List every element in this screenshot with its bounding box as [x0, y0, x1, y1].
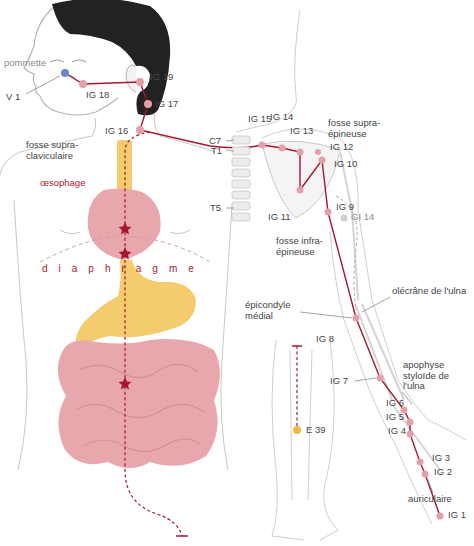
intestine-folds: [76, 364, 204, 451]
organ-stars: [119, 222, 132, 390]
callout-label: T5: [210, 203, 221, 214]
hair: [52, 0, 170, 115]
vertebrae: [232, 136, 250, 221]
branch-end: [176, 535, 188, 537]
callout-label: fosse supra-épineuse: [328, 118, 402, 139]
callout-label: GI 14: [351, 212, 374, 223]
callout-label: IG 18: [86, 90, 109, 101]
callout-label: IG 15: [248, 114, 271, 125]
internal-branch: [125, 132, 182, 536]
callout-label: IG 11: [268, 212, 291, 223]
arm-bones: [340, 152, 440, 470]
eyes: [50, 60, 86, 62]
right-figure-outline: [236, 10, 466, 524]
callout-label: IG 8: [316, 334, 334, 345]
face-meridian: [65, 73, 262, 148]
callout-label: épicondyle médial: [245, 300, 307, 321]
callout-label: E 39: [306, 425, 326, 436]
callout-label: IG 2: [434, 467, 452, 478]
v1-point: [61, 69, 69, 77]
callout-label: IG 1: [448, 510, 466, 521]
scapula: [262, 141, 340, 218]
callout-label: IG 14: [270, 112, 293, 123]
leg-branch-end: [292, 345, 302, 347]
leader-lines: [26, 76, 433, 493]
callout-label: IG 6: [386, 398, 404, 409]
callout-label: IG 3: [432, 453, 450, 464]
leg-branch: [296, 346, 297, 430]
arm-meridian: [262, 145, 440, 516]
callout-label: IG 17: [155, 99, 178, 110]
callout-label: IG 10: [334, 159, 357, 170]
organ-label: diaphragme: [42, 263, 205, 274]
heart: [88, 188, 161, 260]
callout-label: IG 19: [150, 72, 173, 83]
callout-label: fosse supra-claviculaire: [26, 140, 92, 161]
callout-label: IG 16: [105, 126, 128, 137]
small-intestine: [58, 339, 220, 468]
e39-point: [293, 426, 301, 434]
callout-label: IG 12: [330, 142, 353, 153]
callout-label: olécrâne de l'ulna: [392, 286, 468, 297]
callout-label: V 1: [6, 92, 20, 103]
body-outline: [0, 112, 232, 470]
callout-label: apophyse styloïde de l'ulna: [403, 360, 471, 392]
arm-points: [259, 142, 444, 520]
callout-label: pommette: [4, 58, 46, 69]
callout-label: fosse infra-épineuse: [276, 236, 342, 257]
gi14-point: [341, 215, 348, 222]
callout-label: T1: [211, 146, 222, 157]
ear: [126, 65, 136, 92]
callout-label: IG 7: [330, 376, 348, 387]
callout-label: auriculaire: [408, 494, 452, 505]
leg-outline: [272, 340, 338, 540]
star-marker: [70, 75, 76, 79]
callout-label: IG 13: [290, 126, 313, 137]
callout-label: IG 4: [388, 426, 406, 437]
callout-label: IG 5: [386, 412, 404, 423]
callout-label: œsophage: [40, 178, 85, 189]
